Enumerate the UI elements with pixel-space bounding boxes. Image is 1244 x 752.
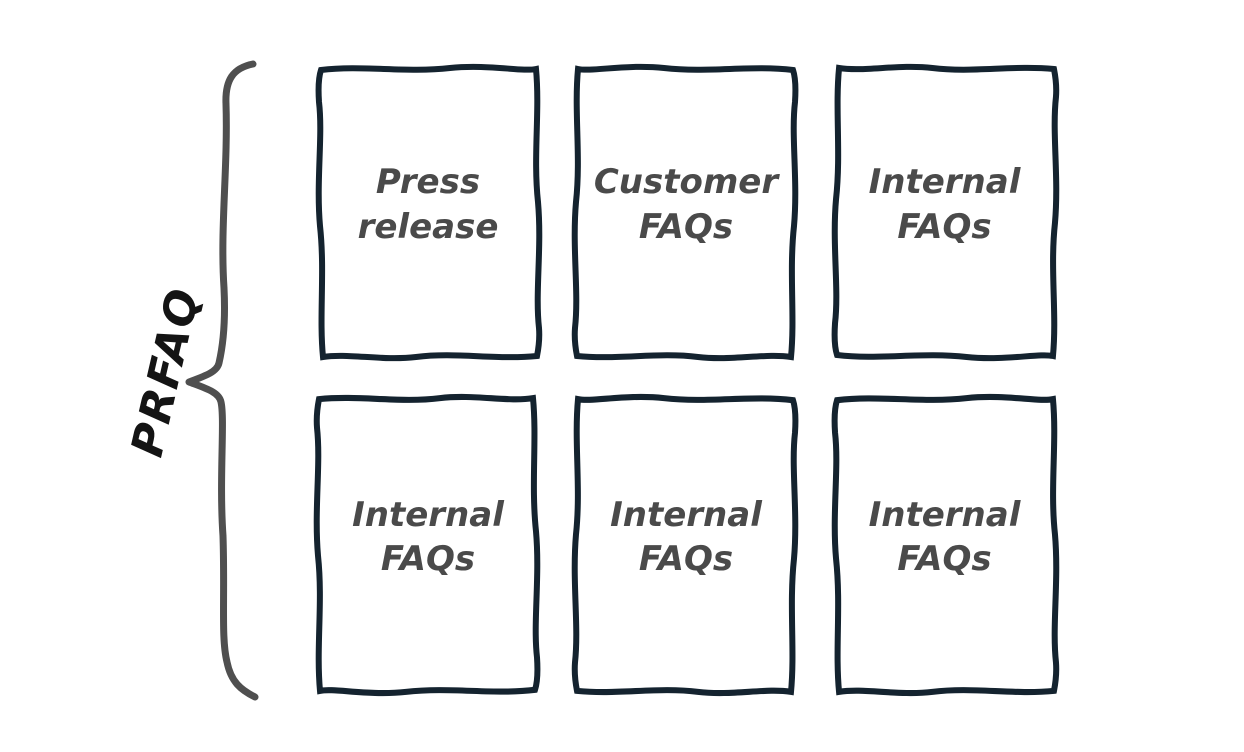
card-internal-faqs-1: Internal FAQs [826, 60, 1063, 365]
card-label: Customer FAQs [593, 162, 779, 247]
sketch-border-icon [831, 63, 1060, 362]
sketch-border-icon [315, 63, 543, 362]
card-label: Internal FAQs [352, 494, 504, 579]
sketch-border-icon [313, 393, 541, 697]
sketch-border-icon [571, 63, 799, 362]
curly-brace-icon [185, 60, 259, 701]
card-label: Internal FAQs [610, 494, 762, 579]
card-press-release: Press release [310, 60, 546, 365]
sketch-border-icon [831, 393, 1060, 697]
card-label: Press release [357, 162, 499, 247]
card-internal-faqs-3: Internal FAQs [568, 390, 804, 700]
card-label: Internal FAQs [868, 494, 1021, 579]
card-label: Internal FAQs [868, 162, 1021, 247]
card-internal-faqs-4: Internal FAQs [826, 390, 1063, 700]
card-customer-faqs: Customer FAQs [568, 60, 804, 365]
card-internal-faqs-2: Internal FAQs [310, 390, 546, 700]
sketch-border-icon [571, 393, 799, 697]
